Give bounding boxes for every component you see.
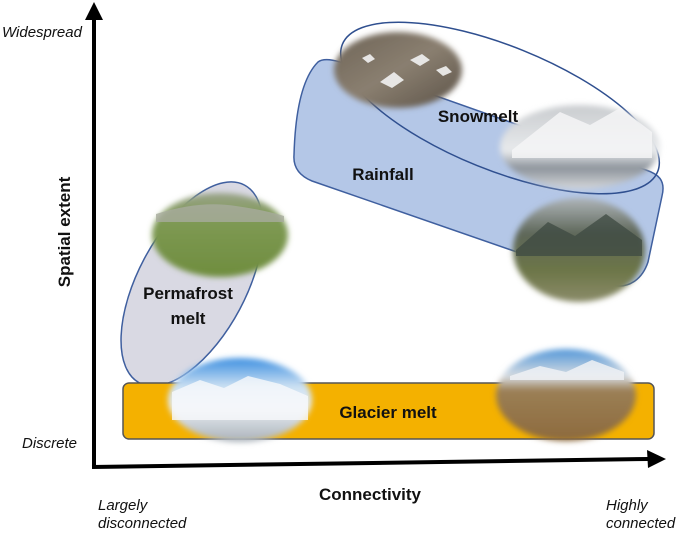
tundra-meadow-photo bbox=[152, 193, 288, 277]
y-axis-low-label: Discrete bbox=[22, 435, 77, 452]
y-axis-title: Spatial extent bbox=[55, 176, 74, 287]
y-axis-high-label: Widespread bbox=[2, 24, 83, 41]
y-axis-arrowhead bbox=[85, 2, 103, 20]
glacier-melt-label: Glacier melt bbox=[339, 403, 437, 422]
permafrost-label-line2: melt bbox=[171, 309, 206, 328]
snowy-hillside-photo bbox=[334, 32, 462, 108]
mountain-valley-photo bbox=[513, 198, 645, 302]
x-axis-low-label-line1: Largely bbox=[98, 497, 149, 514]
x-axis-arrowhead bbox=[647, 450, 666, 468]
glacier-photo bbox=[168, 358, 312, 442]
snowfield-lake-photo bbox=[500, 105, 660, 189]
x-axis-high-label-line1: Highly bbox=[606, 497, 649, 514]
permafrost-label-line1: Permafrost bbox=[143, 284, 233, 303]
glacial-outwash-photo bbox=[496, 349, 636, 441]
snowmelt-label: Snowmelt bbox=[438, 107, 519, 126]
snowmelt-region bbox=[339, 21, 661, 195]
x-axis-title: Connectivity bbox=[319, 485, 422, 504]
x-axis-line bbox=[91, 457, 649, 469]
x-axis-high-label-line2: connected bbox=[606, 515, 676, 532]
rainfall-label: Rainfall bbox=[352, 165, 413, 184]
axes bbox=[85, 2, 666, 469]
x-axis-low-label-line2: disconnected bbox=[98, 515, 187, 532]
